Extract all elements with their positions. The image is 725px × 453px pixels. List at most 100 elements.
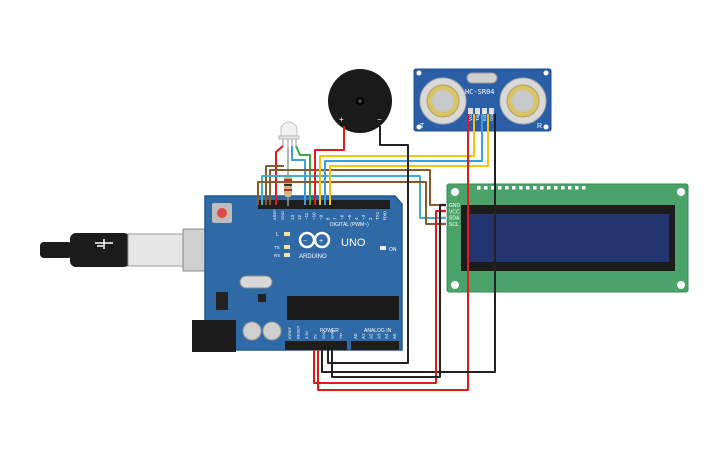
lcd-header-pin[interactable] bbox=[484, 186, 488, 190]
digital-pin-label: 2 bbox=[368, 217, 373, 220]
digital-label: DIGITAL (PWM~) bbox=[330, 222, 369, 228]
lcd-header-pin[interactable] bbox=[582, 186, 586, 190]
on-led-label: ON bbox=[389, 247, 397, 253]
lcd-screen bbox=[467, 214, 669, 262]
tx-led-label: TX bbox=[274, 245, 280, 250]
wire-lcd-gnd bbox=[331, 204, 446, 378]
lcd-header-pin[interactable] bbox=[512, 186, 516, 190]
wire-scl bbox=[257, 181, 446, 225]
sensor-pin-label: Gnd bbox=[489, 112, 494, 121]
gnd-pin-label: GND bbox=[280, 211, 285, 220]
lcd-header-pin[interactable] bbox=[540, 186, 544, 190]
analog-label: ANALOG IN bbox=[364, 328, 392, 334]
lcd-header-pin[interactable] bbox=[575, 186, 579, 190]
lcd-header-pin[interactable] bbox=[519, 186, 523, 190]
analog-pin-label: A1 bbox=[361, 333, 366, 339]
transmitter-transducer bbox=[419, 77, 467, 125]
arduino-model-label: UNO bbox=[341, 237, 366, 249]
microcontroller-chip bbox=[287, 296, 399, 320]
piezo-buzzer: + − bbox=[328, 69, 392, 133]
lcd-header-pin[interactable] bbox=[505, 186, 509, 190]
lcd-top-pins bbox=[477, 186, 586, 190]
digital-pin-label: 12 bbox=[297, 214, 302, 220]
analog-pin-label: A3 bbox=[376, 333, 381, 339]
arduino-board: − + ARDUINO UNO DIGITAL (PWM~) POWER ANA… bbox=[192, 195, 403, 352]
lcd-header-pin[interactable] bbox=[561, 186, 565, 190]
digital-pin-label: 7 bbox=[333, 217, 338, 220]
power-pin-label: GND bbox=[330, 330, 335, 339]
lcd-header-pin[interactable] bbox=[477, 186, 481, 190]
wire-buzzer-minus bbox=[327, 126, 409, 364]
wire-led-green bbox=[295, 145, 311, 205]
sensor-r-mark: R bbox=[537, 123, 542, 130]
power-label: POWER bbox=[320, 328, 339, 334]
analog-pin-label: A0 bbox=[353, 333, 358, 339]
digital-pin-label: ~9 bbox=[318, 214, 323, 220]
arduino-logo: − + bbox=[298, 231, 331, 249]
wire-sensor-vcc bbox=[317, 114, 469, 391]
wire-led-red bbox=[275, 145, 284, 205]
digital-pin-label: ~5 bbox=[347, 214, 352, 220]
aref-label: AREF bbox=[272, 209, 277, 220]
digital-pin-label: 4 bbox=[354, 217, 359, 220]
sensor-pin[interactable] bbox=[468, 108, 473, 114]
lcd-header-pin[interactable] bbox=[547, 186, 551, 190]
sensor-pin-label: Echo bbox=[482, 110, 487, 121]
sensor-pin-label: Trig bbox=[475, 113, 480, 121]
lcd-header-pin[interactable] bbox=[568, 186, 572, 190]
lcd-header-pin[interactable] bbox=[498, 186, 502, 190]
power-pin-label: 3.3V bbox=[304, 330, 309, 339]
lcd-header-pin[interactable] bbox=[533, 186, 537, 190]
power-header bbox=[285, 341, 347, 350]
lcd-pin-label: GND bbox=[449, 203, 461, 209]
buzzer-minus-label: − bbox=[377, 115, 382, 124]
lcd-pin-label: SCL bbox=[449, 222, 459, 228]
analog-pin-label: A2 bbox=[369, 333, 374, 339]
arduino-brand-label: ARDUINO bbox=[299, 254, 327, 260]
digital-pin-label: TX1 bbox=[375, 211, 380, 220]
wire-sensor-gnd bbox=[321, 114, 496, 373]
rgb-led bbox=[278, 121, 300, 148]
lcd-header-pin[interactable] bbox=[491, 186, 495, 190]
lcd-header-pin[interactable] bbox=[554, 186, 558, 190]
power-pin-label: 5V bbox=[313, 334, 318, 339]
lcd-header-pin[interactable] bbox=[526, 186, 530, 190]
svg-text:+: + bbox=[319, 238, 323, 245]
wire-buzzer-plus bbox=[314, 126, 345, 205]
power-pin-label: GND bbox=[321, 330, 326, 339]
lcd-pin-label: SDA bbox=[449, 216, 460, 222]
svg-text:−: − bbox=[303, 238, 307, 245]
digital-pin-label: ~3 bbox=[361, 214, 366, 220]
analog-pin-label: A5 bbox=[392, 333, 397, 339]
rx-led-label: RX bbox=[274, 253, 280, 258]
analog-header bbox=[351, 341, 399, 350]
sensor-pin[interactable] bbox=[475, 108, 480, 114]
receiver-transducer bbox=[499, 77, 547, 125]
digital-pin-label: ~11 bbox=[304, 212, 309, 220]
sensor-model-label: HC-SR04 bbox=[465, 88, 495, 96]
sensor-pin[interactable] bbox=[489, 108, 494, 114]
digital-pin-label: ~6 bbox=[340, 214, 345, 220]
wire-sda bbox=[261, 175, 446, 219]
wire-echo-blue bbox=[324, 114, 483, 205]
sensor-pin-label: Vcc bbox=[468, 113, 473, 121]
power-pin-label: Vin bbox=[338, 333, 343, 339]
sensor-pin[interactable] bbox=[482, 108, 487, 114]
analog-pin-label: A4 bbox=[384, 333, 389, 339]
l-led-label: L bbox=[276, 232, 279, 238]
power-pin-label: IOREF bbox=[287, 326, 292, 339]
digital-pin-label: RX0 bbox=[382, 211, 387, 220]
wires bbox=[257, 114, 496, 391]
wire-trig-yellow bbox=[319, 114, 475, 205]
power-pin-label: RESET bbox=[296, 325, 301, 339]
sensor-crystal bbox=[466, 72, 498, 84]
digital-pin-label: 13 bbox=[290, 214, 295, 220]
digital-pin-label: 8 bbox=[326, 217, 331, 220]
